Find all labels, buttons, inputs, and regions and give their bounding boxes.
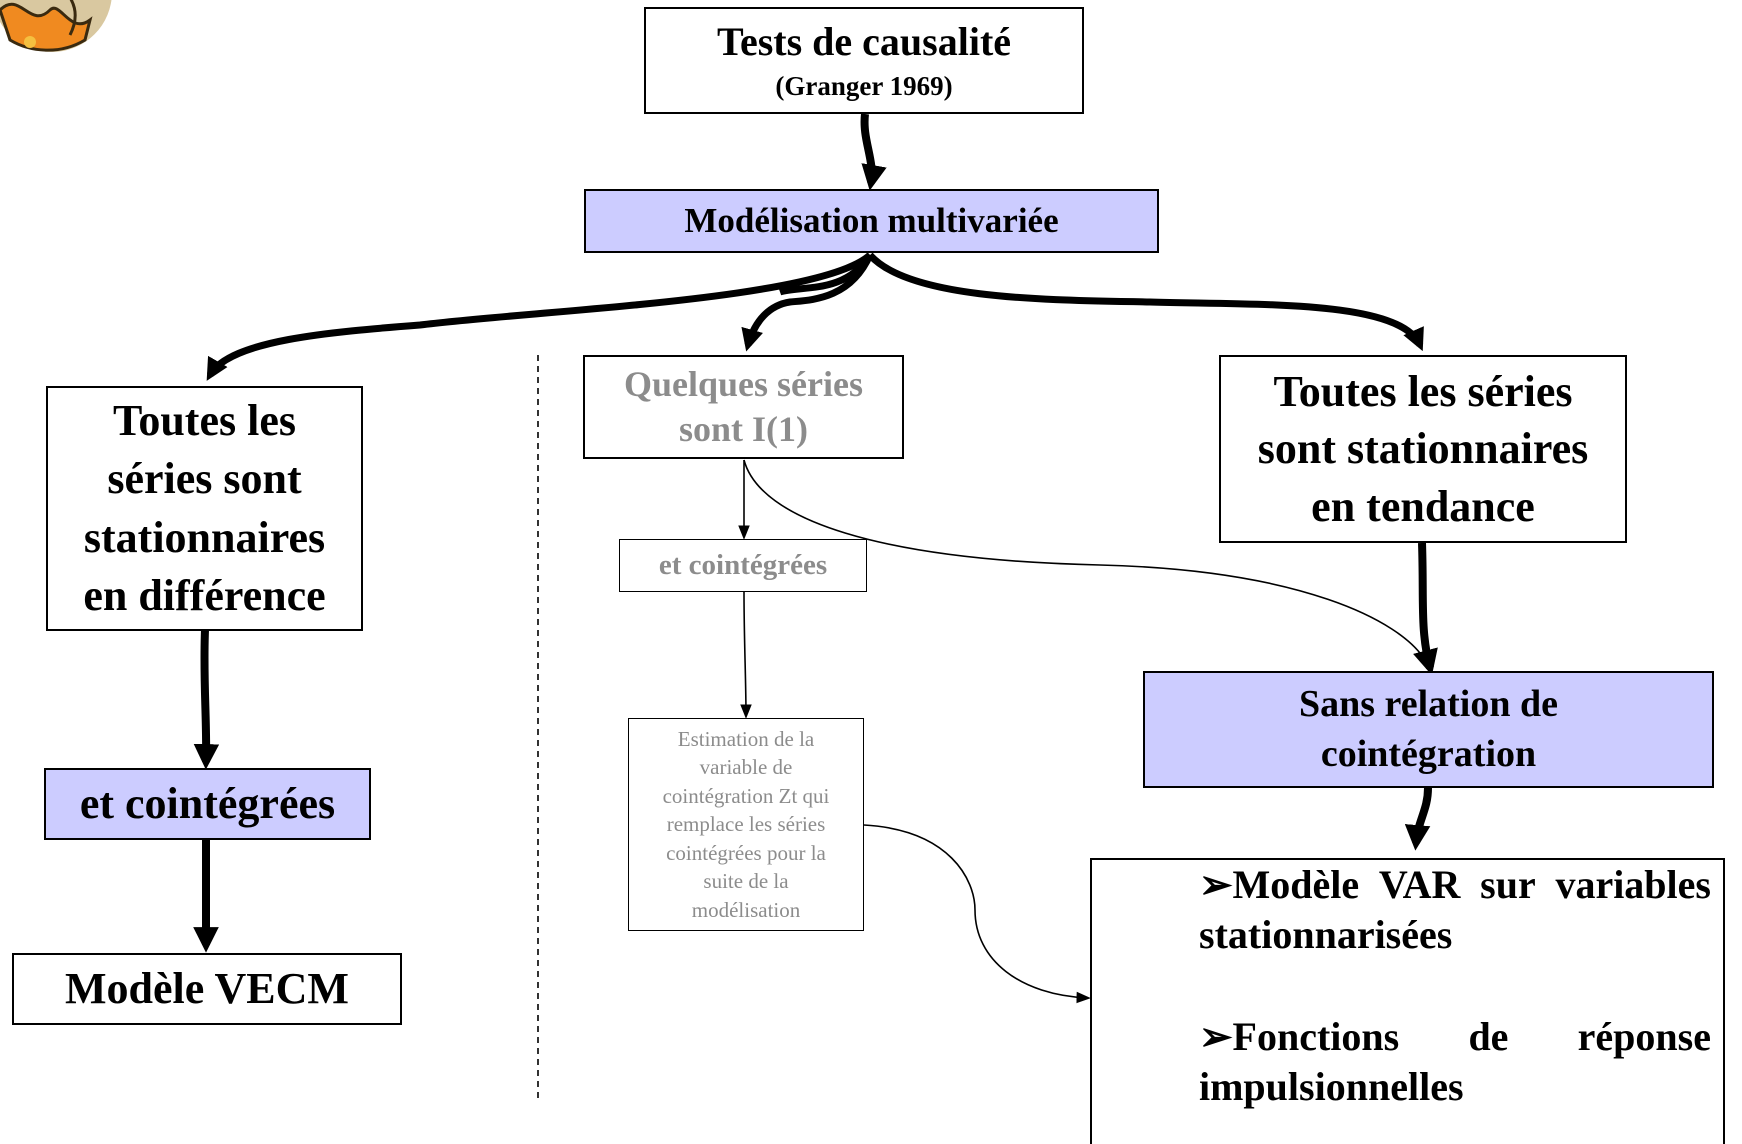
left-top-box: Toutes les séries sont stationnaires en … (46, 386, 363, 631)
left-top-line-3: stationnaires (83, 512, 326, 562)
right-middle-box: Sans relation de cointégration (1143, 671, 1714, 788)
curve-center-to-right-middle (743, 459, 1426, 661)
arrow-to-center-branch-double (778, 253, 873, 296)
item1-word-1: Modèle (1232, 862, 1360, 907)
arrow-center-middle-to-estimation (740, 591, 752, 719)
left-top-line-1: Toutes les (113, 396, 296, 446)
arrow-right-top-to-middle (1413, 542, 1438, 676)
right-top-line-1: Toutes les séries (1273, 367, 1573, 417)
result-item-irf: ➢Fonctions de réponse impulsionnelles (1199, 1012, 1711, 1112)
left-middle-label: et cointégrées (79, 778, 336, 828)
estimation-line-7: modélisation (691, 897, 801, 922)
result-box: ➢Modèle VAR sur variables stationnarisée… (1090, 858, 1725, 1144)
result-item-var: ➢Modèle VAR sur variables stationnarisée… (1199, 860, 1711, 960)
left-top-line-4: en différence (83, 570, 326, 620)
estimation-line-5: cointégrées pour la (666, 840, 826, 865)
item1-word-4: variables (1555, 862, 1711, 907)
arrow-right-middle-to-result (1404, 787, 1432, 851)
item2-word-3: réponse (1577, 1014, 1711, 1059)
center-top-line-1: Quelques séries (624, 364, 863, 404)
center-top-line-2: sont I(1) (678, 409, 808, 449)
bullet-arrow-icon: ➢ (1199, 1014, 1233, 1059)
estimation-line-3: cointégration Zt qui (662, 783, 830, 808)
arrow-to-right-branch (867, 252, 1424, 352)
right-top-box: Toutes les séries sont stationnaires en … (1219, 355, 1627, 543)
estimation-line-1: Estimation de la (677, 726, 815, 751)
estimation-line-2: variable de (699, 755, 793, 780)
item1-word-3: sur (1480, 862, 1536, 907)
arrow-to-center-branch (741, 253, 874, 352)
left-bottom-box: Modèle VECM (12, 953, 402, 1025)
arrow-left-top-to-middle (193, 629, 220, 770)
item2-line-2: impulsionnelles (1199, 1064, 1464, 1109)
left-middle-box: et cointégrées (44, 768, 371, 840)
item1-word-2: VAR (1378, 862, 1461, 907)
multivariate-label: Modélisation multivariée (684, 201, 1059, 240)
right-middle-line-1: Sans relation de (1298, 683, 1558, 726)
arrow-title-to-multivariate (860, 113, 887, 191)
title-main: Tests de causalité (716, 19, 1012, 65)
estimation-line-4: remplace les séries (666, 812, 826, 837)
right-top-line-3: en tendance (1311, 481, 1535, 531)
multivariate-box: Modélisation multivariée (584, 189, 1159, 253)
center-middle-label: et cointégrées (658, 549, 828, 582)
title-sub: (Granger 1969) (775, 71, 953, 102)
item1-line-2: stationnarisées (1199, 912, 1453, 957)
title-box: Tests de causalité (Granger 1969) (644, 7, 1084, 114)
bullet-arrow-icon: ➢ (1199, 862, 1233, 907)
logo-image (0, 0, 112, 52)
left-top-line-2: séries sont (107, 454, 302, 504)
right-middle-line-2: cointégration (1320, 732, 1537, 775)
center-middle-box: et cointégrées (619, 539, 867, 592)
estimation-line-6: suite de la (703, 869, 789, 894)
arrow-to-left-branch (206, 252, 873, 381)
item2-word-2: de (1468, 1014, 1509, 1059)
left-bottom-label: Modèle VECM (65, 963, 349, 1013)
item2-word-1: Fonctions (1232, 1014, 1400, 1059)
right-top-line-2: sont stationnaires (1257, 424, 1589, 474)
center-top-box: Quelques séries sont I(1) (583, 355, 904, 459)
curve-estimation-to-result (863, 824, 1091, 1004)
estimation-box: Estimation de la variable de cointégrati… (628, 718, 864, 931)
